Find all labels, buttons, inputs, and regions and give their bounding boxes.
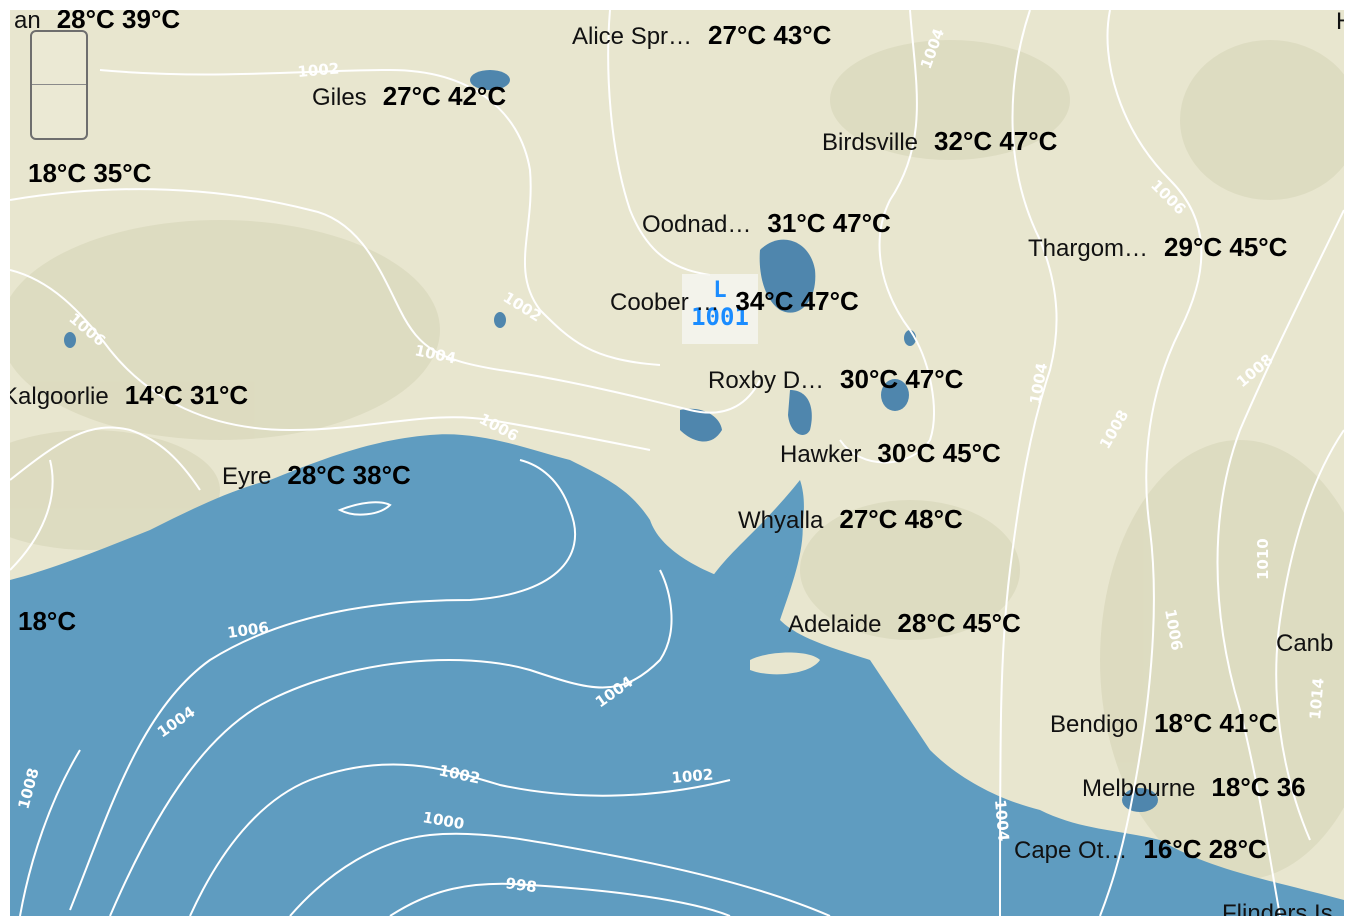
city-label[interactable]: Whyalla 27°C 48°C [738, 506, 963, 533]
city-temperatures: 14°C 31°C [124, 380, 249, 410]
city-label[interactable]: Kalgoorlie 14°C 31°C [10, 382, 248, 409]
isobars [10, 10, 1344, 916]
city-label[interactable]: Cape Ot… 16°C 28°C [1014, 836, 1267, 863]
city-label[interactable]: Birdsville 32°C 47°C [822, 128, 1057, 155]
city-temperatures: 18°C [18, 606, 77, 636]
svg-text:1002: 1002 [297, 59, 340, 81]
lakes [64, 70, 1158, 812]
city-label[interactable]: Coober … 34°C 47°C [610, 288, 859, 315]
low-symbol: L [713, 278, 727, 303]
zoom-out-button[interactable] [32, 85, 86, 138]
low-pressure-marker[interactable]: L 1001 [682, 274, 758, 344]
city-label[interactable]: Adelaide 28°C 45°C [788, 610, 1021, 637]
svg-text:1006: 1006 [226, 618, 270, 642]
city-temperatures: 31°C 47°C [767, 208, 891, 238]
city-label[interactable]: Hawker 30°C 45°C [780, 440, 1001, 467]
city-label[interactable]: Eyre 28°C 38°C [222, 462, 411, 489]
city-name: Kalgoorlie [10, 383, 109, 410]
city-label[interactable]: Canb [1276, 632, 1344, 656]
svg-text:1008: 1008 [1233, 350, 1277, 391]
city-temperatures: 27°C 48°C [839, 504, 963, 534]
city-temperatures: 29°C 45°C [1164, 232, 1288, 262]
weather-map[interactable]: 1002 1002 1004 1004 1006 1006 1006 1004 … [10, 10, 1344, 916]
city-label[interactable]: Alice Spr… 27°C 43°C [572, 22, 831, 49]
svg-text:1008: 1008 [1096, 407, 1132, 452]
city-name: Thargom… [1028, 235, 1149, 262]
city-name: Giles [312, 84, 367, 111]
city-label[interactable]: Thargom… 29°C 45°C [1028, 234, 1287, 261]
city-name: Bendigo [1050, 711, 1139, 738]
city-label[interactable]: Melbourne 18°C 36 [1082, 774, 1306, 801]
city-name: Adelaide [788, 611, 882, 638]
city-label[interactable]: Bendigo 18°C 41°C [1050, 710, 1278, 737]
city-label[interactable]: Flinders Is [1222, 900, 1344, 917]
city-label[interactable]: 18°C [18, 608, 76, 634]
city-name: H [1336, 10, 1344, 35]
city-label[interactable]: 18°C 35°C [28, 160, 151, 186]
city-name: Melbourne [1082, 775, 1196, 802]
southern-ocean [10, 434, 1344, 916]
spencer-gulf [710, 480, 804, 604]
city-label[interactable]: Oodnad… 31°C 47°C [642, 210, 891, 237]
city-name: Hawker [780, 441, 862, 468]
city-temperatures: 28°C 38°C [287, 460, 411, 490]
city-temperatures: 18°C 35°C [28, 158, 152, 188]
city-temperatures: 27°C 43°C [708, 20, 832, 50]
city-label[interactable]: H [1336, 10, 1344, 34]
city-temperatures: 30°C 45°C [877, 438, 1001, 468]
city-label[interactable]: an 28°C 39°C [14, 10, 180, 33]
city-name: Birdsville [822, 129, 919, 156]
svg-text:1002: 1002 [671, 765, 714, 787]
city-temperatures: 16°C 28°C [1143, 834, 1267, 864]
city-name: Flinders Is [1222, 900, 1333, 917]
svg-text:1004: 1004 [1026, 361, 1051, 405]
city-temperatures: 27°C 42°C [382, 81, 507, 111]
low-pressure-value: 1001 [691, 303, 749, 331]
svg-text:1002: 1002 [500, 288, 545, 325]
city-temperatures: 18°C 36 [1211, 772, 1306, 802]
city-temperatures: 18°C 41°C [1154, 708, 1278, 738]
city-temperatures: 28°C 45°C [897, 608, 1021, 638]
city-temperatures: 34°C 47°C [735, 286, 859, 316]
land-shading [10, 40, 1344, 880]
zoom-in-button[interactable] [32, 32, 86, 85]
city-name: Whyalla [738, 507, 824, 534]
city-temperatures: 28°C 39°C [56, 10, 181, 34]
city-name: Canb [1276, 630, 1334, 657]
city-name: Roxby D… [708, 367, 825, 394]
city-name: Oodnad… [642, 211, 752, 238]
svg-text:1014: 1014 [1306, 677, 1328, 720]
map-canvas[interactable]: 1002 1002 1004 1004 1006 1006 1006 1004 … [10, 10, 1344, 916]
city-name: Alice Spr… [572, 23, 693, 50]
city-name: an [14, 10, 41, 34]
svg-text:1010: 1010 [1254, 538, 1272, 580]
city-temperatures: 30°C 47°C [840, 364, 964, 394]
zoom-control[interactable] [30, 30, 88, 140]
kangaroo-island [750, 652, 820, 675]
svg-text:1006: 1006 [1147, 176, 1189, 218]
city-name: Coober … [610, 289, 720, 316]
svg-text:1004: 1004 [991, 799, 1013, 842]
isobar-loop [337, 501, 392, 516]
city-label[interactable]: Giles 27°C 42°C [312, 83, 506, 110]
city-temperatures: 32°C 47°C [934, 126, 1058, 156]
svg-text:998: 998 [504, 874, 538, 896]
city-name: Cape Ot… [1014, 837, 1128, 864]
city-name: Eyre [222, 463, 272, 490]
city-label[interactable]: Roxby D… 30°C 47°C [708, 366, 963, 393]
